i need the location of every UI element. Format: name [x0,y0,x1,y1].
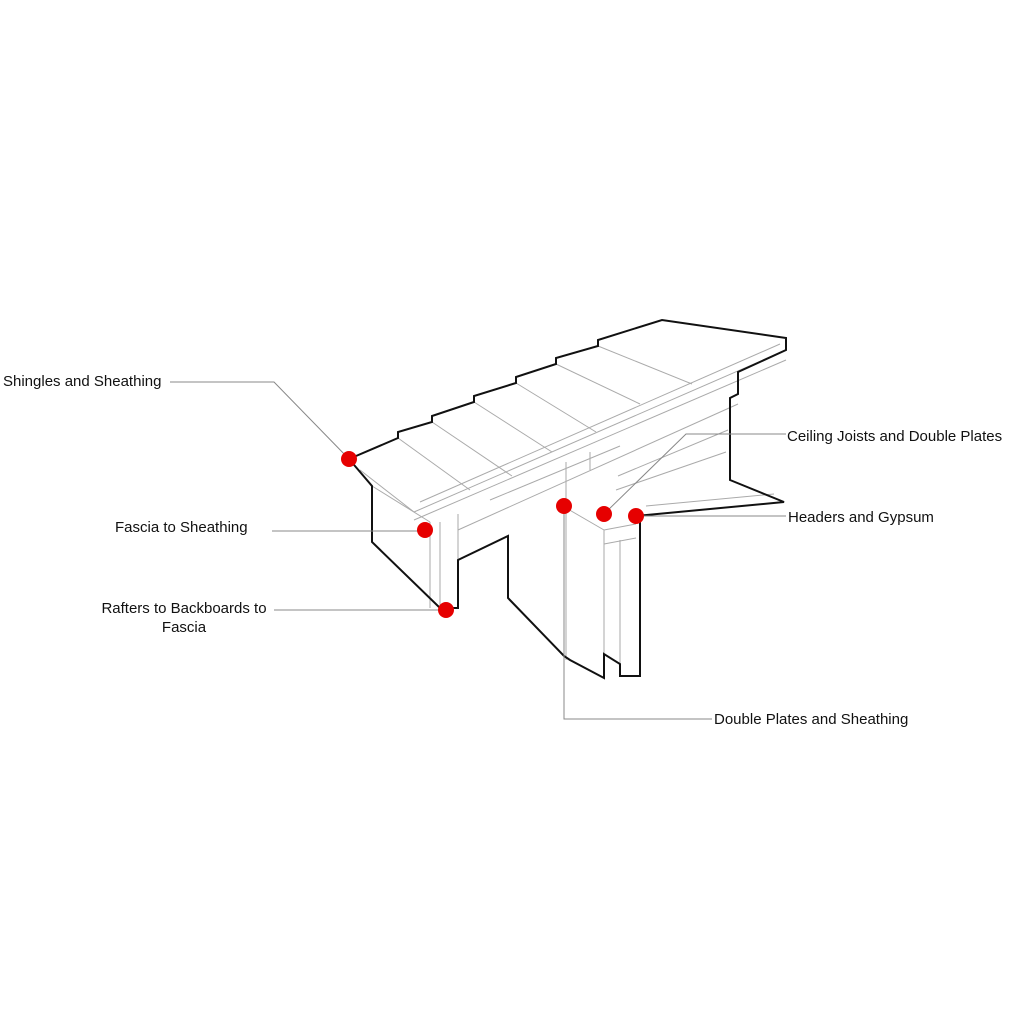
leader-lines [170,381,786,720]
leader-double-plates [563,506,712,720]
marker-shingles [341,451,357,467]
label-headers: Headers and Gypsum [788,509,934,526]
marker-double-plates [556,498,572,514]
leader-shingles [170,381,350,460]
marker-rafters [438,602,454,618]
callout-markers [341,451,644,618]
label-double-plates: Double Plates and Sheathing [714,711,909,728]
marker-ceiling-joists [596,506,612,522]
leader-ceiling-joists [603,433,786,515]
label-ceiling-joists: Ceiling Joists and Double Plates [787,428,1003,445]
interior-lines [359,343,787,676]
assembly-outline [348,318,787,680]
label-shingles: Shingles and Sheathing [3,373,162,390]
marker-headers [628,508,644,524]
label-rafters: Rafters to Backboards to Fascia [101,600,267,636]
label-fascia: Fascia to Sheathing [115,519,248,536]
marker-fascia [417,522,433,538]
